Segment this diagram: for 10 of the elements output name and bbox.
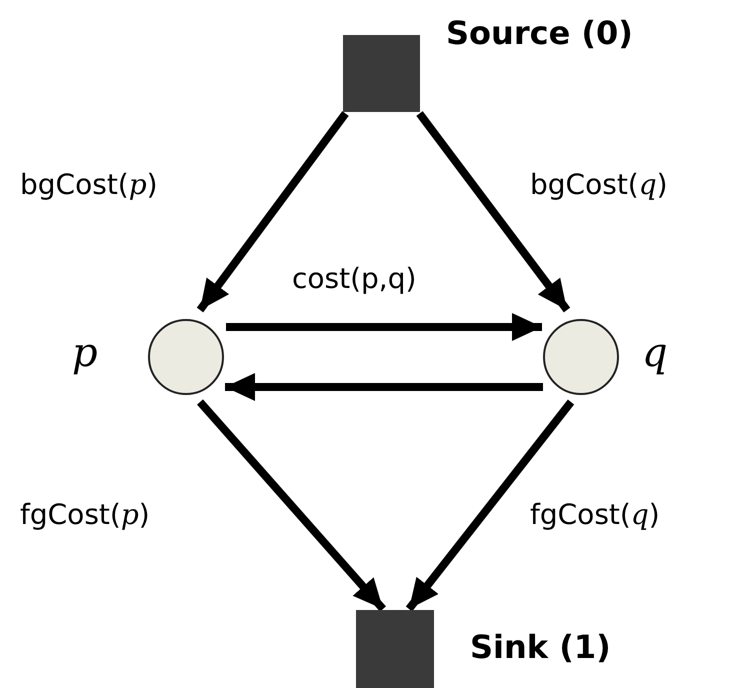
- node-variable: q: [642, 330, 668, 376]
- node-heading: Sink (1): [470, 628, 611, 666]
- node-heading: Source (0): [446, 14, 633, 52]
- arrow: [406, 400, 574, 612]
- arrow: [197, 399, 386, 612]
- arrow: [225, 373, 543, 401]
- node-variable: p: [72, 330, 98, 376]
- arrow: [416, 111, 570, 312]
- arrow: [196, 111, 349, 312]
- arrow: [226, 313, 542, 341]
